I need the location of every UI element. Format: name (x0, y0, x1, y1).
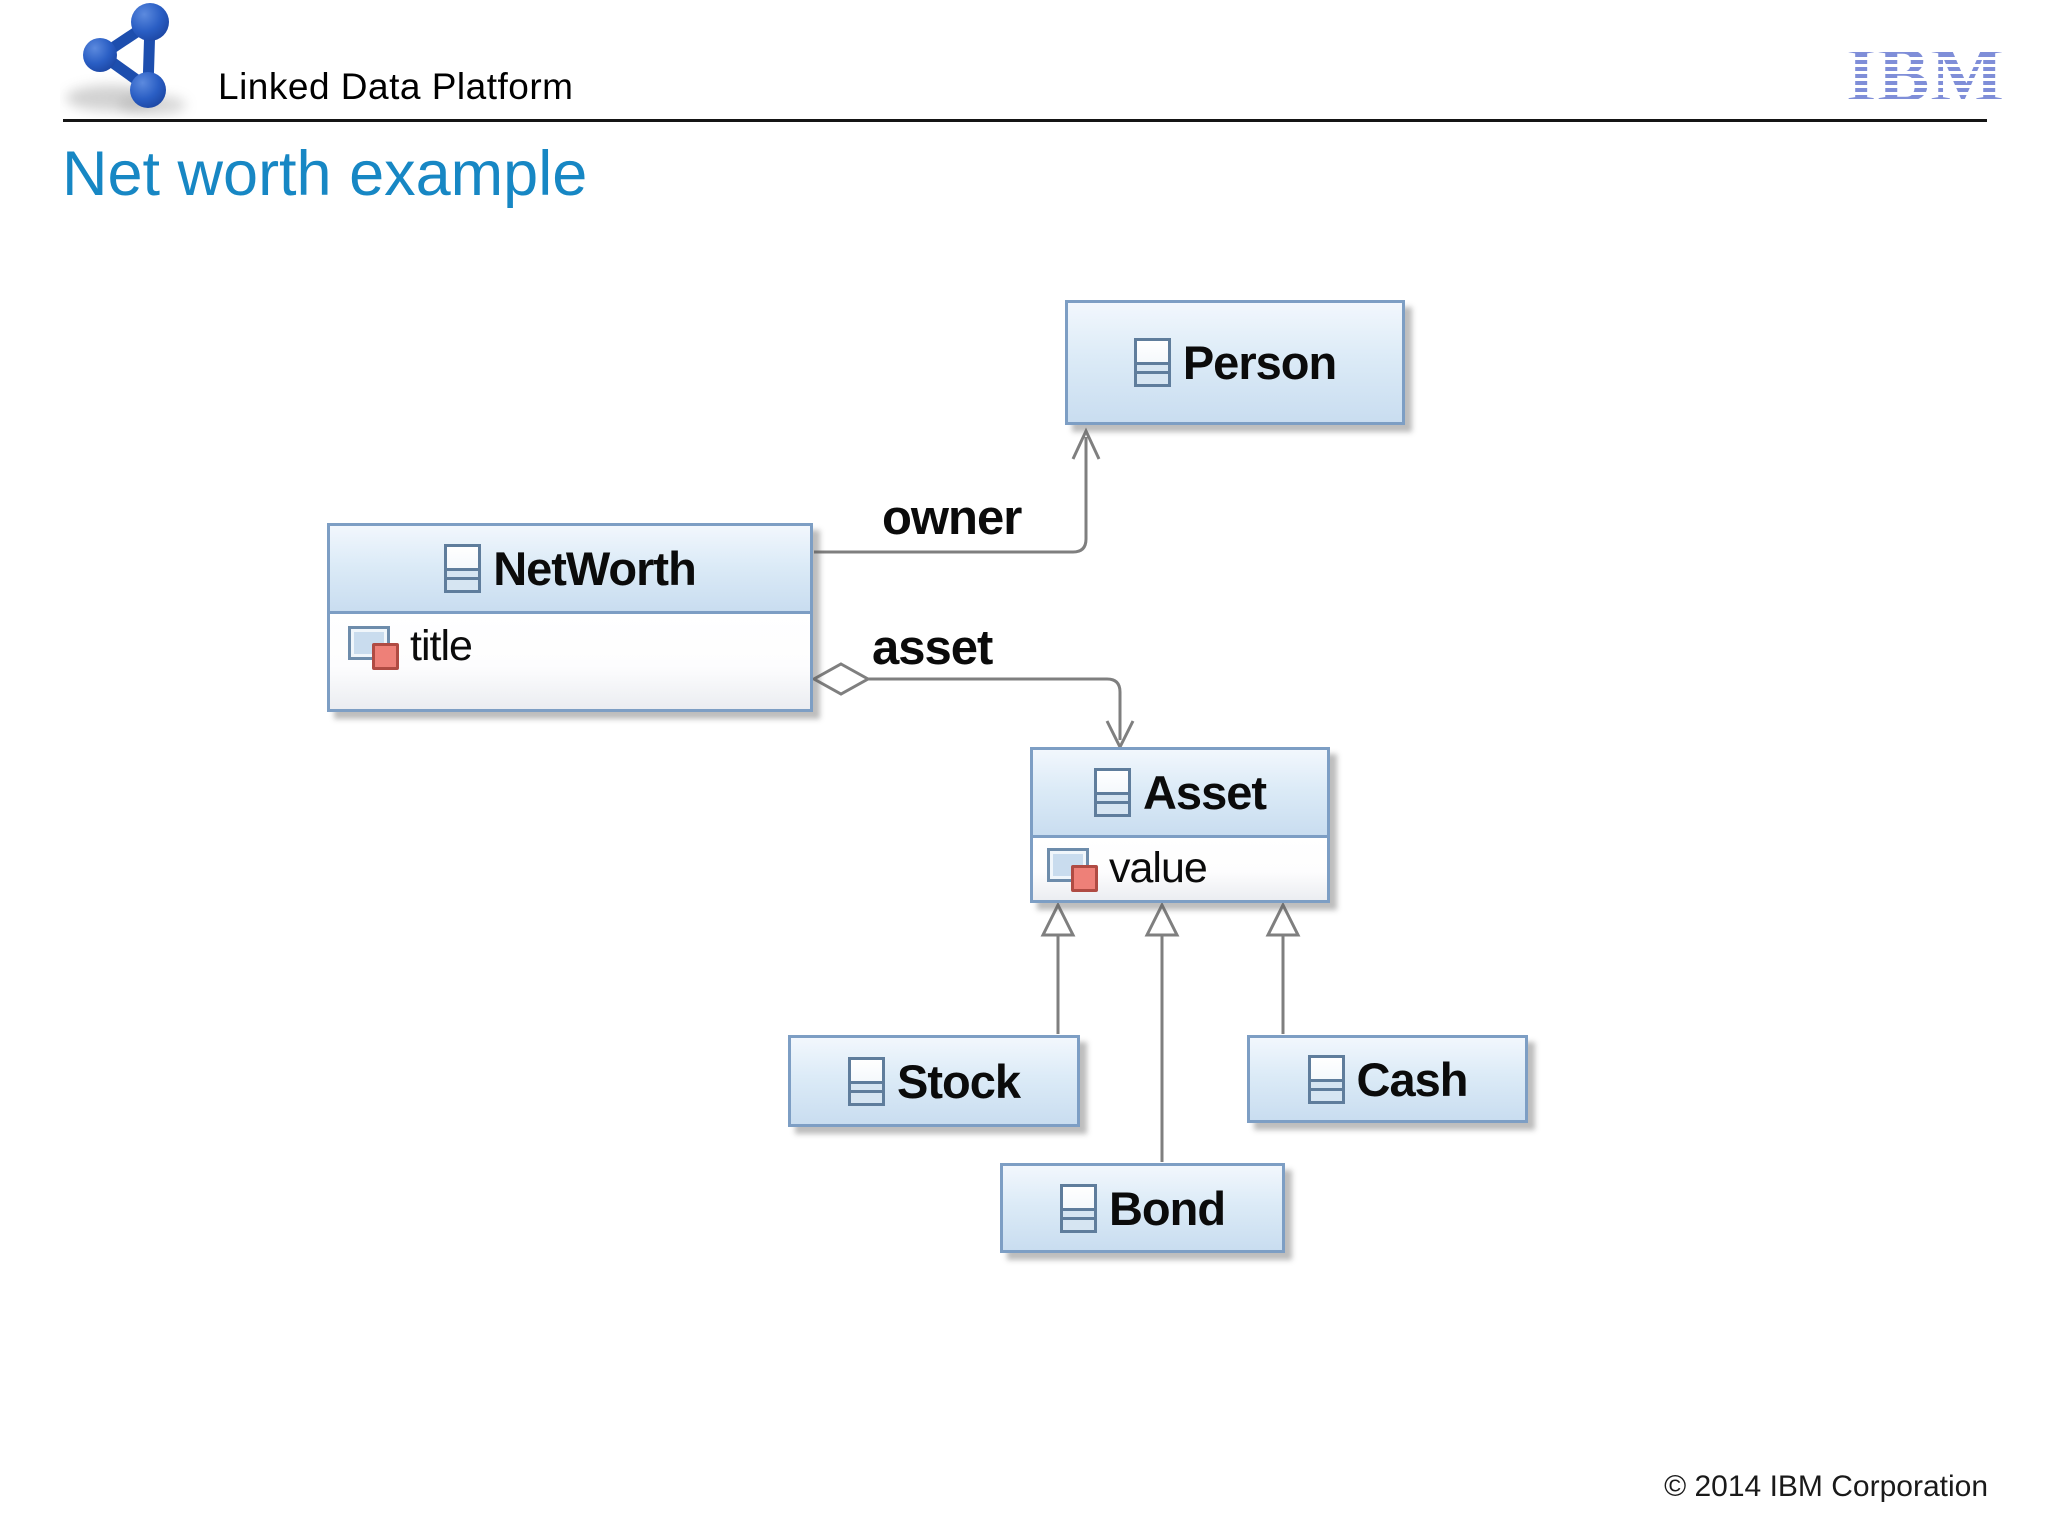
owner-edge-label: owner (882, 491, 1022, 545)
product-name: Linked Data Platform (218, 66, 574, 107)
asset-association-line (868, 677, 1135, 751)
generalization-triangle-icons (1040, 901, 1301, 937)
uml-attribute-icon (1047, 845, 1098, 893)
class-name: NetWorth (493, 542, 697, 595)
uml-class-icon (1093, 768, 1131, 817)
class-box-stock: Stock (788, 1035, 1080, 1127)
class-box-bond: Bond (1000, 1163, 1285, 1253)
uml-class-icon (444, 544, 482, 593)
asset-edge-label: asset (872, 621, 993, 675)
uml-class-icon (1059, 1183, 1097, 1233)
uml-class-icon (848, 1056, 885, 1106)
attribute-row: value (1033, 838, 1327, 893)
open-arrowhead-icon (1071, 427, 1101, 460)
attribute-row: title (330, 614, 810, 671)
uml-attribute-icon (348, 623, 399, 671)
class-header: Stock (791, 1038, 1077, 1124)
uml-class-icon (1307, 1054, 1345, 1104)
class-name: Person (1182, 336, 1337, 389)
ibm-logo: IBM (1846, 31, 2005, 118)
class-header: Person (1068, 303, 1402, 422)
attributes-compartment: value (1033, 835, 1327, 900)
attribute-name: title (410, 622, 473, 670)
class-header: NetWorth (330, 526, 810, 611)
class-name: Bond (1108, 1181, 1226, 1235)
class-box-networth: NetWorth title (327, 523, 813, 712)
header-divider (63, 119, 1987, 122)
class-name: Stock (897, 1054, 1021, 1108)
attributes-compartment: title (330, 611, 810, 709)
aggregation-diamond-icon (810, 662, 872, 696)
generalization-lines (1056, 936, 1285, 1162)
class-box-asset: Asset value (1030, 747, 1330, 903)
copyright-footer: © 2014 IBM Corporation (1664, 1470, 1988, 1503)
uml-class-icon (1133, 338, 1171, 387)
class-name: Asset (1142, 766, 1267, 819)
class-box-cash: Cash (1247, 1035, 1528, 1123)
attribute-name: value (1109, 844, 1208, 892)
class-box-person: Person (1065, 300, 1405, 425)
class-header: Cash (1250, 1038, 1525, 1120)
linked-data-platform-logo-icon (66, 3, 186, 115)
class-header: Asset (1033, 750, 1327, 835)
slide-title: Net worth example (62, 139, 588, 209)
owner-association-line (814, 427, 1101, 554)
class-header: Bond (1003, 1166, 1282, 1250)
class-name: Cash (1356, 1052, 1469, 1106)
